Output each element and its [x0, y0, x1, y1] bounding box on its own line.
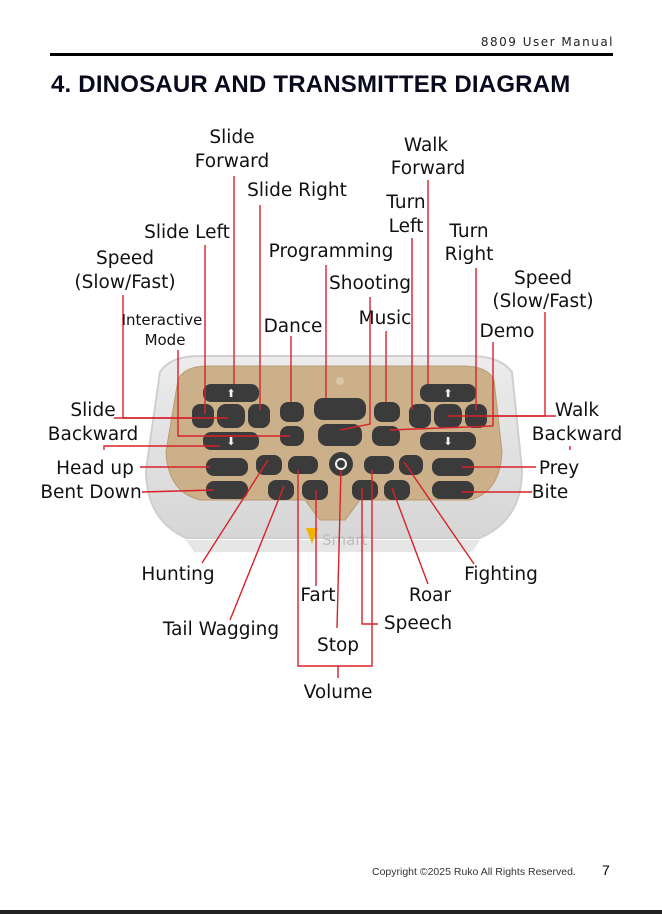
label-slide-backward: Backward [48, 424, 138, 445]
label-walk-forward: Forward [391, 158, 465, 179]
label-turn-right: Turn [448, 221, 488, 242]
volume-down-button[interactable] [288, 456, 318, 474]
section-title: 4. DINOSAUR AND TRANSMITTER DIAGRAM [51, 71, 571, 98]
label-dance: Dance [264, 316, 323, 337]
label-slide-forward: Forward [195, 151, 269, 172]
dance-button[interactable] [280, 402, 304, 422]
label-turn-left: Turn [385, 192, 425, 213]
label-slide-forward: Slide [209, 127, 254, 148]
label-walk-backward: Backward [532, 424, 622, 445]
slide-forward-button[interactable] [203, 384, 259, 402]
volume-up-button[interactable] [364, 456, 394, 474]
arrow-down-icon: ⬇ [226, 435, 235, 448]
label-speed-right: (Slow/Fast) [492, 291, 593, 312]
label-head-up: Head up [56, 458, 134, 479]
label-interactive-mode: Mode [145, 331, 186, 349]
label-interactive-mode: Interactive [122, 311, 203, 329]
walk-forward-button[interactable] [420, 384, 476, 402]
shooting-button[interactable] [318, 424, 362, 446]
transmitter-buttons [192, 384, 487, 500]
label-prey: Prey [539, 458, 579, 479]
label-turn-left: Left [389, 216, 424, 237]
label-turn-right: Right [445, 244, 494, 265]
fighting-button[interactable] [399, 455, 423, 475]
label-fart: Fart [300, 585, 335, 606]
label-walk-backward: Walk [555, 400, 600, 421]
bent-down-button[interactable] [206, 481, 248, 499]
header-rule [50, 53, 613, 56]
fart-button[interactable] [302, 480, 328, 500]
label-shooting: Shooting [329, 273, 411, 294]
slide-right-button[interactable] [248, 404, 270, 428]
programming-button[interactable] [314, 398, 366, 420]
turn-left-button[interactable] [409, 404, 431, 428]
roar-button[interactable] [384, 480, 410, 500]
label-fighting: Fighting [464, 564, 538, 585]
slide-left-button[interactable] [192, 404, 214, 428]
leader-lines [103, 176, 571, 678]
copyright-footer: Copyright ©2025 Ruko All Rights Reserved… [372, 866, 576, 878]
arrow-up-icon: ⬆ [226, 387, 235, 400]
stop-icon [335, 458, 347, 470]
walk-backward-button[interactable] [420, 432, 476, 450]
label-demo: Demo [480, 321, 535, 342]
label-volume: Volume [304, 682, 373, 703]
interactive-mode-button[interactable] [280, 426, 304, 446]
tail-wagging-button[interactable] [268, 480, 294, 500]
label-hunting: Hunting [141, 564, 214, 585]
label-roar: Roar [409, 585, 452, 606]
demo-button[interactable] [372, 426, 400, 446]
label-speed-left: (Slow/Fast) [74, 272, 175, 293]
label-music: Music [359, 308, 412, 329]
stop-button[interactable] [329, 452, 353, 476]
arrow-down-icon: ⬇ [443, 435, 452, 448]
music-button[interactable] [374, 402, 400, 422]
bite-button[interactable] [432, 481, 474, 499]
label-slide-left: Slide Left [144, 222, 230, 243]
label-speed-right: Speed [514, 268, 572, 289]
label-slide-right: Slide Right [247, 180, 347, 201]
label-stop: Stop [317, 635, 359, 656]
arrow-up-icon: ⬆ [443, 387, 452, 400]
speech-button[interactable] [352, 480, 378, 500]
head-up-button[interactable] [206, 458, 248, 476]
label-tail-wagging: Tail Wagging [162, 619, 279, 640]
label-slide-backward: Slide [70, 400, 115, 421]
footer-rule [0, 910, 662, 914]
brand-logo: Smart [322, 531, 367, 549]
page-number: 7 [602, 862, 610, 878]
speed-left-button[interactable] [217, 404, 245, 428]
prey-button[interactable] [432, 458, 474, 476]
label-bent-down: Bent Down [40, 482, 141, 503]
label-walk-forward: Walk [404, 135, 449, 156]
label-speed-left: Speed [96, 248, 154, 269]
manual-header: 8809 User Manual [480, 35, 614, 49]
label-speech: Speech [384, 613, 452, 634]
hunting-button[interactable] [256, 455, 282, 475]
label-bite: Bite [532, 482, 568, 503]
label-programming: Programming [269, 241, 394, 262]
